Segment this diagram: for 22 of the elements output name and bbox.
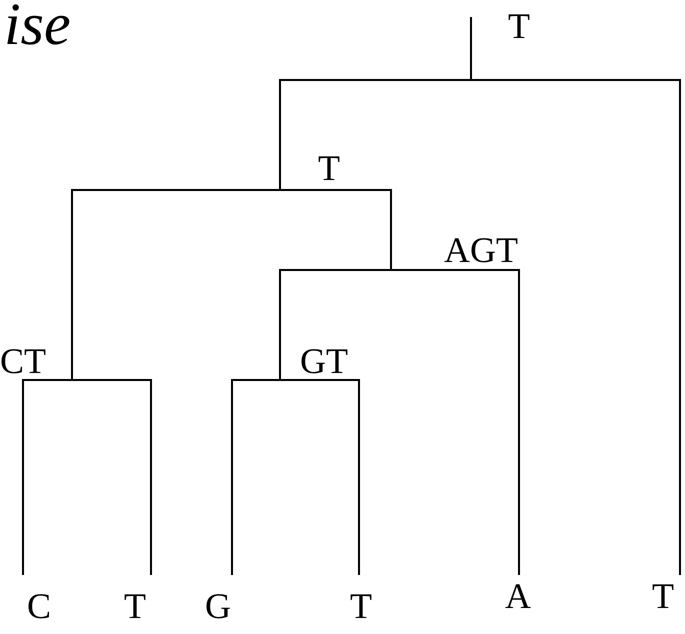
state-label: G [205,588,231,624]
state-label: T [124,588,146,624]
tree-branch [471,79,681,575]
state-label: AGT [444,232,518,268]
tree-branch [72,379,152,575]
state-label: T [508,8,530,44]
tree-branch [280,189,392,270]
title-fragment: ise [4,0,71,54]
tree-branch [71,189,280,380]
state-label: T [350,588,372,624]
tree-branch [279,79,471,190]
state-label: T [318,150,340,186]
state-label: GT [300,343,348,379]
tree-branch [231,379,280,575]
state-label: T [652,578,674,614]
tree-branch [22,379,72,575]
tree-branch [280,379,360,575]
state-label: CT [0,343,46,379]
tree-branch [279,269,391,380]
state-label: C [27,588,52,624]
tree-branch [391,269,520,575]
state-label: A [505,578,531,614]
